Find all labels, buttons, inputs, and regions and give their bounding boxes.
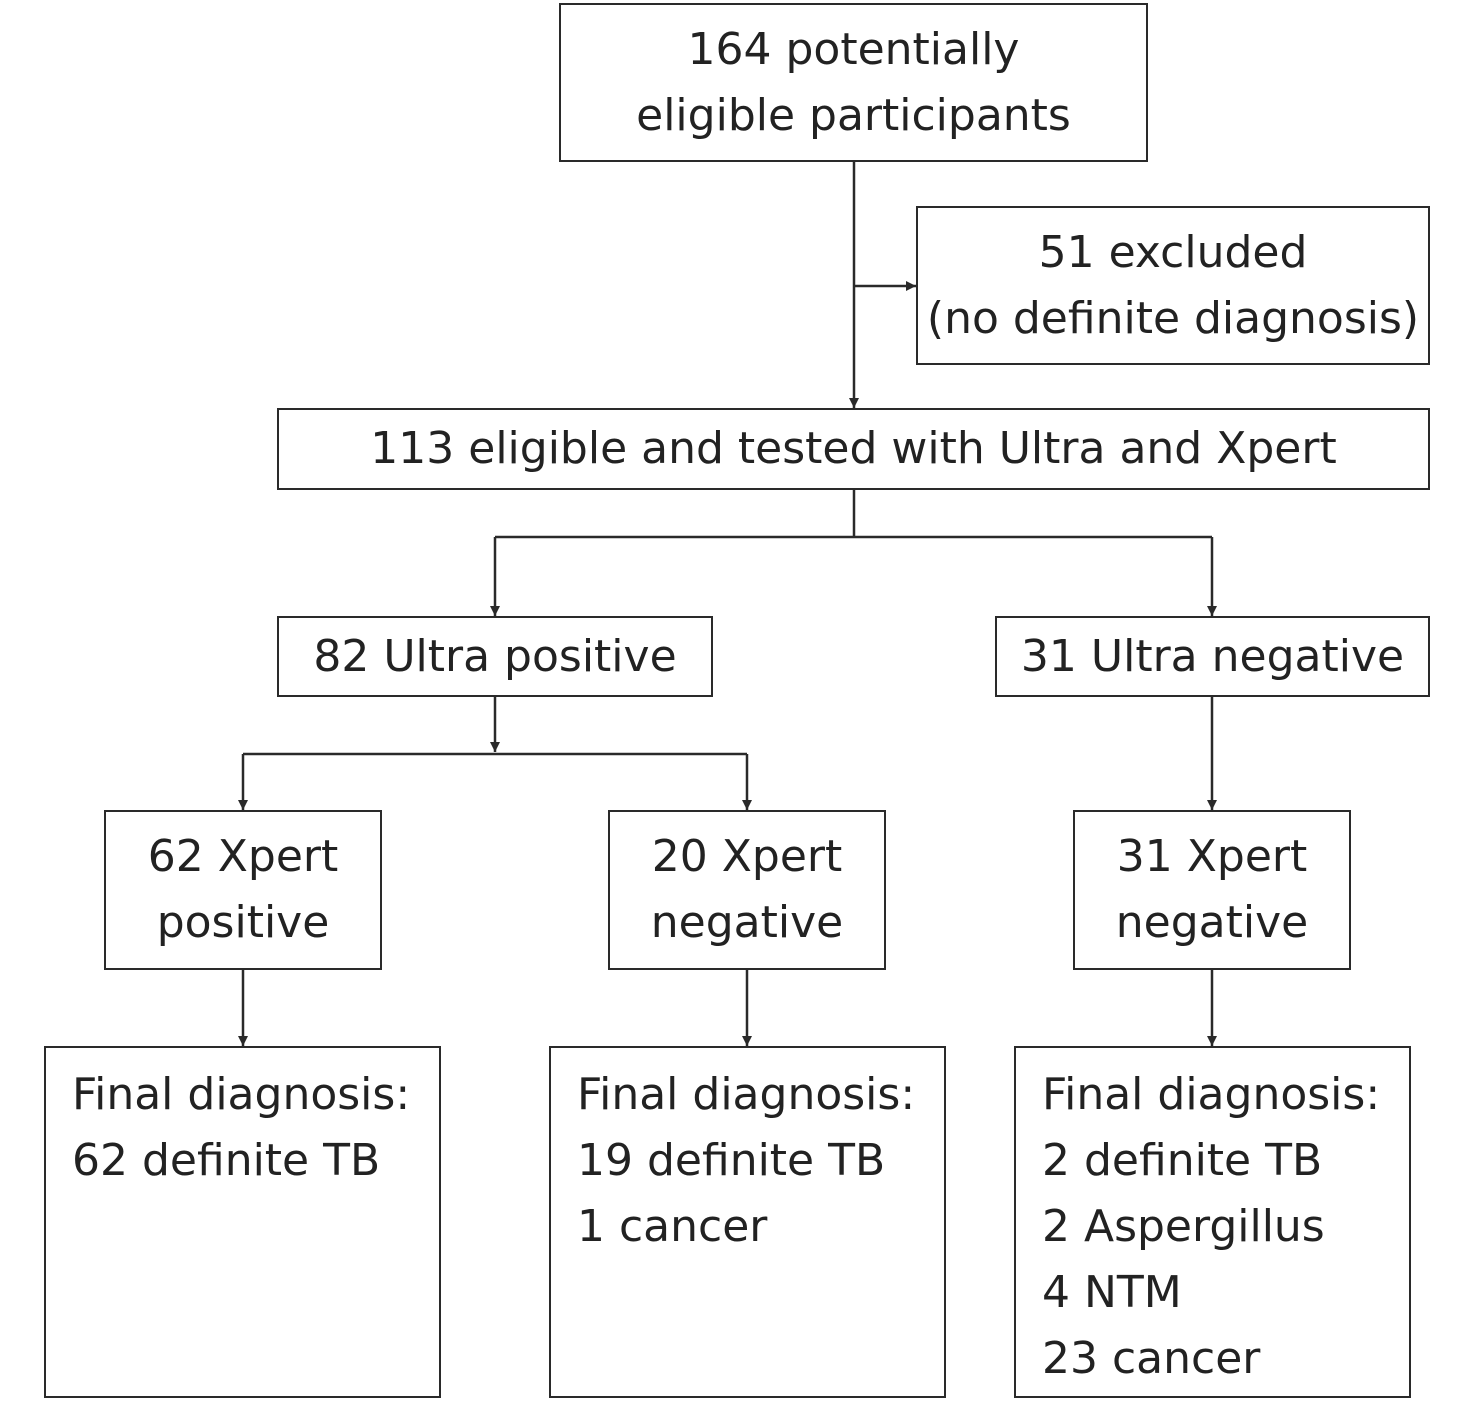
node-text: 19 definite TB — [577, 1135, 886, 1186]
node-final-diagnosis-1: Final diagnosis: 62 definite TB — [44, 1046, 441, 1398]
node-text: 82 Ultra positive — [313, 630, 677, 682]
node-xpert-positive-62: 62 Xpert positive — [104, 810, 382, 970]
node-excluded: 51 excluded (no definite diagnosis) — [916, 206, 1430, 365]
node-potentially-eligible: 164 potentially eligible participants — [559, 3, 1148, 162]
node-text: 113 eligible and tested with Ultra and X… — [370, 423, 1337, 474]
node-text: negative — [650, 897, 844, 948]
node-text: 20 Xpert — [651, 831, 843, 882]
node-text: Final diagnosis: — [72, 1069, 411, 1120]
node-xpert-negative-20: 20 Xpert negative — [608, 810, 886, 970]
node-text: 2 definite TB — [1042, 1135, 1323, 1186]
node-text: (no definite diagnosis) — [926, 292, 1420, 344]
node-text: 62 Xpert — [147, 831, 339, 882]
node-eligible-tested: 113 eligible and tested with Ultra and X… — [277, 408, 1430, 490]
node-text: negative — [1115, 897, 1309, 948]
node-text: Final diagnosis: — [577, 1069, 916, 1120]
node-text: 31 Ultra negative — [1020, 630, 1405, 682]
node-ultra-positive: 82 Ultra positive — [277, 616, 713, 697]
node-text: Final diagnosis: — [1042, 1069, 1381, 1120]
node-text: 4 NTM — [1042, 1267, 1182, 1318]
node-text: 1 cancer — [577, 1201, 768, 1252]
node-ultra-negative: 31 Ultra negative — [995, 616, 1430, 697]
node-text: 2 Aspergillus — [1042, 1201, 1325, 1252]
node-text: positive — [156, 897, 330, 948]
node-text: 164 potentially — [687, 23, 1020, 75]
node-text: 23 cancer — [1042, 1333, 1261, 1384]
node-final-diagnosis-2: Final diagnosis: 19 definite TB 1 cancer — [549, 1046, 946, 1398]
node-text: 51 excluded — [1038, 226, 1308, 278]
node-final-diagnosis-3: Final diagnosis: 2 definite TB 2 Aspergi… — [1014, 1046, 1411, 1398]
node-text: 31 Xpert — [1116, 831, 1308, 882]
node-text: 62 definite TB — [72, 1135, 381, 1186]
node-xpert-negative-31: 31 Xpert negative — [1073, 810, 1351, 970]
node-text: eligible participants — [636, 89, 1071, 141]
